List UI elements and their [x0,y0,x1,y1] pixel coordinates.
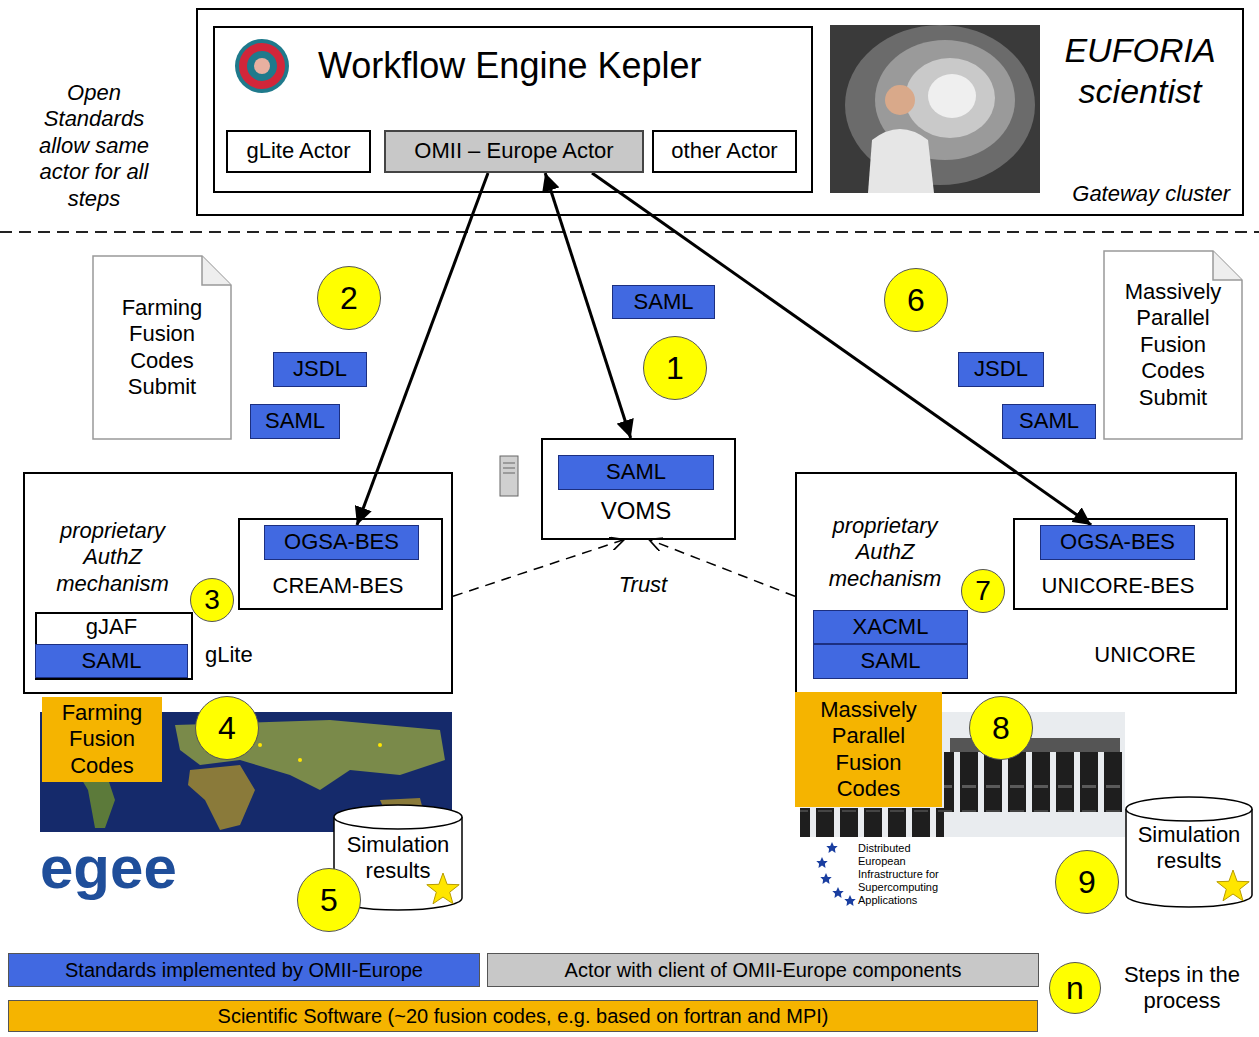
legend-text: Standards implemented by OMII-Europe [65,958,423,982]
node-text: Farming Fusion Codes [47,700,157,779]
fusion-codes-box: Farming Fusion Codes [42,697,162,782]
bes-service-box: CREAM-BES OGSA-BES [238,518,443,610]
standard-tag: SAML [35,644,188,678]
node-text: SAML [634,289,694,315]
node-text: CREAM-BES [238,573,438,599]
egee-logo-text: egee [40,832,240,904]
node-text: UNICORE [1070,642,1220,668]
node-text: Farming Fusion Codes Submit [110,295,215,401]
node-text: other Actor [671,138,777,164]
kepler-engine-box: Workflow Engine Kepler gLite Actor OMII – … [213,26,813,193]
node-text: Gateway cluster [1040,181,1230,207]
node-text: Massively Parallel Fusion Codes Submit [1111,279,1236,411]
standard-tag: SAML [1002,404,1096,439]
results-cylinder: Simulation results [1125,797,1253,907]
node-text: gJAF [35,614,188,640]
callout-number: 3 [190,578,234,622]
callout-number: 5 [297,868,361,932]
node-text: OGSA-BES [284,529,399,555]
callout-number: 2 [317,266,381,330]
document-body [93,256,231,439]
node-text: SAML [82,648,142,674]
callout-number: 6 [884,268,948,332]
standard-tag: JSDL [958,352,1044,387]
star-icon [427,873,459,904]
legend-swatch: Actor with client of OMII-Europe compone… [487,953,1039,987]
kepler-logo [235,39,289,93]
document-fold [1213,251,1242,280]
cylinder-top [1126,797,1252,821]
node-text: Workflow Engine Kepler [318,44,798,87]
standard-tag: SAML [813,644,968,679]
standard-tag: XACML [813,610,968,644]
node-text: OGSA-BES [1060,529,1175,555]
standard-tag: SAML [558,455,714,490]
standard-tag: OGSA-BES [264,525,419,560]
document-body [1104,251,1242,439]
node-text: UNICORE-BES [1013,573,1223,599]
scientist-photo [830,25,1040,193]
actor-box: OMII – Europe Actor [384,130,644,173]
node-text: SAML [1019,408,1079,434]
trust-connector [453,540,623,596]
fusion-codes-box: Massively Parallel Fusion Codes [795,692,942,807]
node-text: proprietary AuthZ mechanism [805,513,965,592]
separator-line [0,231,1259,233]
node-text: Simulation results [338,832,458,885]
legend-text: Scientific Software (~20 fusion codes, e… [218,1004,829,1028]
trust-label: Trust [606,572,680,598]
bes-service-box: UNICORE-BES OGSA-BES [1013,518,1228,610]
legend-text: Actor with client of OMII-Europe compone… [565,958,962,982]
node-text: SAML [265,408,325,434]
node-text: XACML [853,614,929,640]
trust-connector [650,540,795,596]
server-icon [500,456,518,496]
standard-tag: SAML [250,404,340,439]
node-text: SAML [606,459,666,485]
callout-number: 1 [643,336,707,400]
side-note: Open Standards allow same actor for all … [20,80,168,212]
document-shape: Massively Parallel Fusion Codes Submit [1103,250,1243,440]
node-text: gLite [205,642,285,668]
legend-swatch: Standards implemented by OMII-Europe [8,953,480,987]
standard-tag: OGSA-BES [1040,525,1195,560]
node-text: JSDL [293,356,347,382]
callout-number: 7 [961,569,1005,613]
node-text: Massively Parallel Fusion Codes [806,697,931,803]
node-text: SAML [861,648,921,674]
legend-text: Steps in the process [1108,962,1256,1015]
unicore-box: proprietary AuthZ mechanismUNICORE UNICOR… [795,472,1237,694]
document-fold [202,256,231,285]
node-text: gLite Actor [247,138,351,164]
gateway-cluster-box: EUFORIA scientistGateway cluster Workflow… [196,8,1244,216]
star-icon [1217,870,1249,901]
callout-number: 8 [969,696,1033,760]
cylinder-body [1126,809,1252,907]
node-text: Simulation results [1128,822,1250,875]
node-text: EUFORIA scientist [1040,30,1240,112]
voms-server-box: VOMS SAML [541,438,736,540]
standard-tag: SAML [612,285,715,319]
actor-box: gLite Actor [226,130,371,173]
standard-tag: JSDL [273,352,367,387]
callout-number: n [1049,962,1101,1014]
node-text: OMII – Europe Actor [414,138,613,164]
node-text: JSDL [974,356,1028,382]
node-text: VOMS [541,497,731,526]
node-text: proprietary AuthZ mechanism [30,518,195,597]
legend-swatch: Scientific Software (~20 fusion codes, e… [8,1000,1038,1032]
deisa-stars [816,842,855,906]
callout-number: 4 [195,696,259,760]
callout-number: 9 [1055,850,1119,914]
cylinder-top [334,805,462,829]
actor-box: other Actor [652,130,797,173]
deisa-logo-text: Distributed European Infrastructure for … [858,842,958,907]
glite-box: proprietary AuthZ mechanism gLite CREAM-BE… [23,472,453,694]
gjaf-box: gJAF SAML [35,612,193,680]
document-shape: Farming Fusion Codes Submit [92,255,232,440]
